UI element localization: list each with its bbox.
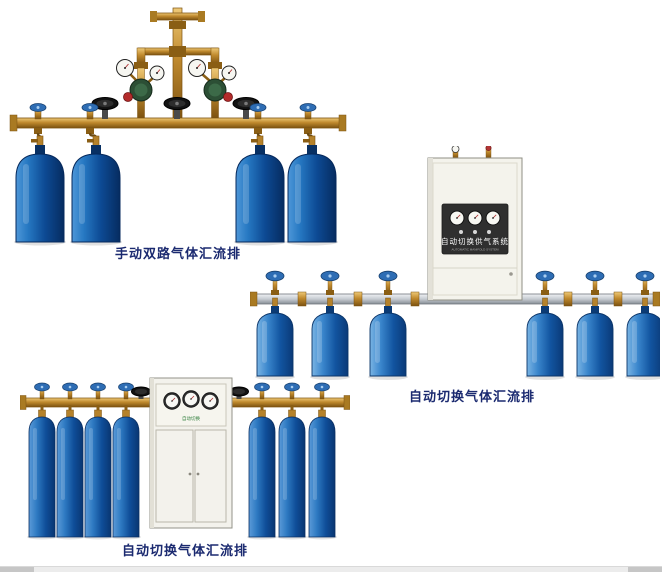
gas-cylinder — [367, 297, 409, 381]
gas-cylinder — [524, 297, 566, 381]
cylinder-valve — [378, 270, 398, 296]
pressure-gauge — [449, 210, 465, 226]
cabinet-label-en: AUTOMATIC MANIFOLD SYSTEM — [452, 248, 499, 252]
cylinder-valve — [284, 382, 300, 400]
cylinder-valve — [314, 382, 330, 400]
gas-cylinder — [276, 404, 308, 540]
pressure-gauge — [467, 210, 483, 226]
gas-cylinder — [309, 297, 351, 381]
gas-cylinder — [254, 297, 296, 381]
gas-cylinder — [110, 404, 142, 540]
door-handle — [196, 472, 200, 476]
cylinder-valve — [265, 270, 285, 296]
pressure-gauge — [221, 65, 237, 81]
cylinder-valve — [254, 382, 270, 400]
cylinder-valve — [34, 382, 50, 400]
indicator-light — [487, 230, 491, 234]
gas-cylinder — [13, 135, 67, 246]
pressure-gauge — [451, 146, 460, 153]
pressure-gauge — [116, 59, 134, 77]
auto-switch-manifold-bottom-illustration: 自动切换 — [20, 377, 350, 540]
cabinet-label-cn: 自动切换供气系统 — [441, 236, 509, 246]
cabinet-label-cn: 自动切换 — [182, 415, 200, 422]
cylinder-valve — [90, 382, 106, 400]
gas-cylinder — [82, 404, 114, 540]
bottom-edge-right-segment — [628, 567, 662, 572]
cylinder-valve — [320, 270, 340, 296]
caption-auto-switch-manifold-right: 自动切换气体汇流排 — [408, 389, 535, 404]
indicator-light — [473, 230, 477, 234]
caption-auto-switch-manifold-bottom: 自动切换气体汇流排 — [121, 543, 248, 558]
cabinet-door-right — [194, 429, 227, 523]
cylinder-valve — [62, 382, 78, 400]
pressure-regulator-right — [188, 59, 237, 119]
gas-cylinder — [306, 404, 338, 540]
inlet-pipe-assembly — [134, 7, 222, 121]
page-bottom-edge — [0, 566, 662, 572]
gas-cylinder — [574, 297, 616, 381]
relief-valve-knob — [485, 146, 492, 151]
cylinder-valve — [299, 103, 317, 120]
pressure-gauge — [182, 390, 200, 408]
handwheel-valve — [163, 97, 191, 120]
auto-switch-manifold-right-illustration: 自动切换供气系统 AUTOMATIC MANIFOLD SYSTEM — [250, 146, 660, 381]
caption-manual-dual-manifold: 手动双路气体汇流排 — [114, 246, 241, 261]
cylinder-valve — [585, 270, 605, 296]
cylinder-valve — [635, 270, 655, 296]
gas-cylinder — [69, 135, 123, 246]
pressure-gauge — [188, 59, 206, 77]
indicator-light — [459, 230, 463, 234]
pressure-regulator-left — [116, 59, 165, 119]
gas-cylinder — [246, 404, 278, 540]
handwheel-valve — [131, 386, 151, 400]
bottom-edge-left-segment — [0, 567, 34, 572]
gas-cylinder — [54, 404, 86, 540]
cabinet-door-left — [155, 429, 194, 523]
pressure-gauge — [149, 65, 165, 81]
connection-hoses — [36, 132, 314, 139]
pressure-gauge — [485, 210, 501, 226]
control-cabinet: 自动切换供气系统 AUTOMATIC MANIFOLD SYSTEM — [427, 146, 523, 301]
cylinder-valve — [81, 103, 99, 120]
control-cabinet: 自动切换 — [149, 377, 233, 529]
manual-dual-manifold-illustration — [9, 7, 347, 246]
cabinet-lock — [509, 272, 513, 276]
pressure-gauge — [163, 392, 181, 410]
gas-cylinder — [624, 297, 660, 381]
cylinder-valve — [249, 103, 267, 120]
door-handle — [188, 472, 192, 476]
cylinder-valve — [535, 270, 555, 296]
pressure-gauge — [201, 392, 219, 410]
gas-cylinder — [26, 404, 58, 540]
cylinder-valve — [29, 103, 47, 120]
